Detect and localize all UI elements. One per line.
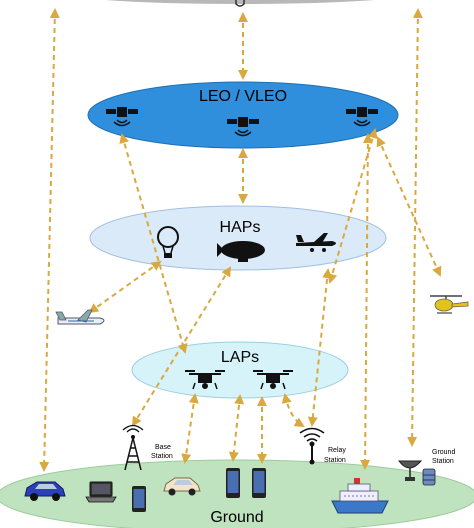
- link-leo-laps: [119, 133, 188, 354]
- satellite-icon: [227, 117, 259, 137]
- commercial-airplane-icon: [55, 309, 105, 325]
- link-haps-relay: [307, 268, 333, 427]
- ground-layer-label: Ground: [210, 509, 263, 526]
- top-satellite-icon: [235, 0, 245, 7]
- balloon-icon: [157, 226, 179, 258]
- relay-station-label-line1: Relay: [328, 447, 346, 454]
- helicopter-icon: [430, 295, 469, 314]
- relay-station-antenna-icon: [299, 427, 325, 465]
- car-icon: [163, 477, 201, 496]
- ground-station-label-line2: Station: [432, 458, 454, 465]
- haps-layer-label: HAPs: [220, 219, 261, 236]
- base-station-label-line1: Base: [155, 444, 171, 451]
- link-laps-ground-1: [181, 393, 199, 464]
- drone-icon: [185, 370, 225, 390]
- car-icon: [24, 481, 66, 501]
- communication-links: [39, 8, 442, 472]
- airplane-icon: [296, 233, 336, 252]
- phone-icon: [226, 468, 240, 498]
- drone-icon: [253, 370, 293, 390]
- airship-icon: [217, 241, 265, 262]
- phone-icon: [252, 468, 266, 498]
- link-haps-airplane: [88, 260, 162, 314]
- link-top-ground-left: [39, 8, 60, 472]
- link-haps-basestation: [131, 266, 232, 427]
- link-leo-helicopter: [376, 136, 442, 277]
- link-laps-relay: [281, 393, 305, 428]
- link-laps-ground-2: [228, 394, 245, 462]
- laptop-icon: [85, 481, 117, 503]
- link-leo-ship: [360, 133, 373, 470]
- ground-station-label-line1: Ground: [432, 449, 455, 456]
- relay-station-label-line2: Station: [324, 457, 346, 464]
- top-layer-ellipse: [105, 0, 375, 4]
- base-station-label-line2: Station: [151, 453, 173, 460]
- base-station-tower-icon: [122, 424, 144, 471]
- leo-layer-label: LEO / VLEO: [199, 88, 287, 105]
- laps-layer-label: LAPs: [221, 349, 259, 366]
- satellite-icon: [106, 107, 138, 127]
- link-top-ground-right: [407, 8, 423, 447]
- satellite-icon: [346, 107, 378, 127]
- ground-station-dish-icon: [398, 460, 436, 486]
- ship-icon: [331, 478, 389, 514]
- phone-icon: [132, 486, 146, 512]
